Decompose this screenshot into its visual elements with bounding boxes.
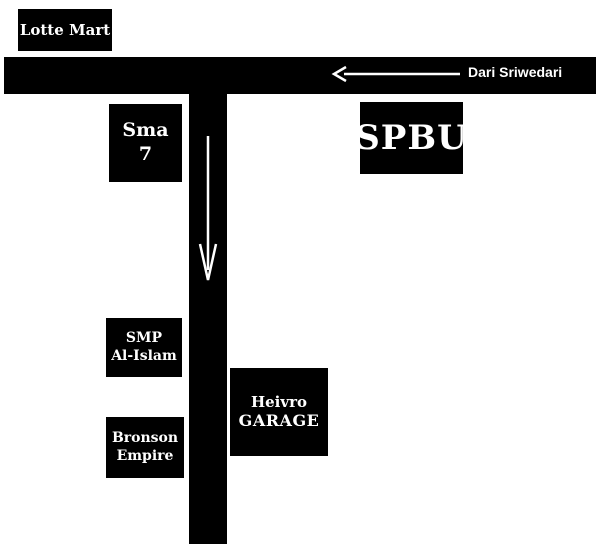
landmark-label-line2: GARAGE <box>238 411 320 431</box>
landmark-heivro-garage: Heivro GARAGE <box>230 368 328 456</box>
left-arrow-icon <box>331 65 460 83</box>
landmark-label-line1: Sma <box>122 119 169 142</box>
landmark-label-line2: Al-Islam <box>111 347 177 364</box>
landmark-smp-al-islam: SMP Al-Islam <box>106 318 182 377</box>
landmark-label-line1: Bronson <box>111 430 179 446</box>
landmark-spbu: SPBU <box>355 102 467 174</box>
landmark-label-line2: Empire <box>116 447 174 464</box>
down-arrow-icon <box>198 136 218 281</box>
landmark-label-line1: SMP <box>125 330 163 346</box>
main-road <box>4 57 596 94</box>
landmark-sma-7: Sma 7 <box>109 104 182 182</box>
landmark-label-line1: Heivro <box>250 392 308 411</box>
landmark-bronson-empire: Bronson Empire <box>106 417 184 478</box>
landmark-label-line2: 7 <box>138 143 153 165</box>
origin-label: Dari Sriwedari <box>468 64 563 80</box>
landmark-label: Lotte Mart <box>19 20 111 39</box>
landmark-label: SPBU <box>355 117 468 158</box>
landmark-lotte-mart: Lotte Mart <box>18 9 112 51</box>
